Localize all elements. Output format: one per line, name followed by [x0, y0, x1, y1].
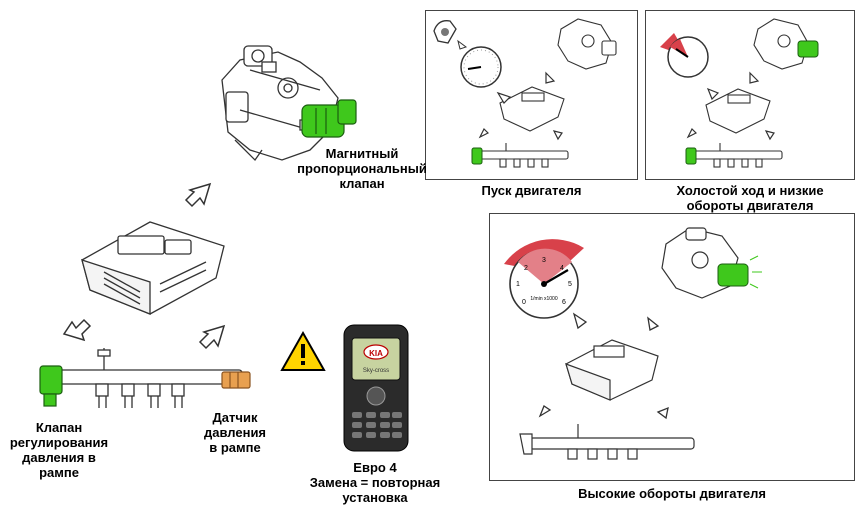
label-rail-line3: давления в	[22, 450, 96, 465]
panel-high-rpm: 0 1 2 3 4 5 6 1/min x1000	[489, 213, 855, 481]
flow-arrows-high	[538, 312, 669, 420]
magnetic-valve-icon	[301, 99, 357, 138]
label-rail-line1: Клапан	[35, 420, 83, 435]
high-pressure-pump	[221, 45, 339, 162]
gauge-tick-1: 1	[516, 281, 520, 288]
ignition-key-icon	[433, 20, 457, 44]
label-rail-valve: Клапан регулирования давления в рампе	[0, 420, 118, 480]
device-brand: KIA	[369, 349, 383, 358]
label-euro4-line1: Евро 4	[353, 460, 397, 475]
idle-low-drawing	[660, 18, 819, 168]
label-sensor-line2: давления	[203, 425, 267, 440]
flow-arrows-idle	[686, 71, 775, 141]
panel-engine-start	[425, 10, 638, 180]
label-rail-line4: рампе	[39, 465, 79, 480]
pump-high-icon	[661, 227, 739, 299]
panel-idle-low	[645, 10, 855, 180]
flow-arrows-start	[478, 71, 563, 141]
label-magnetic-valve: Магнитный пропорциональный клапан	[292, 146, 432, 191]
gauge-tick-3: 3	[542, 257, 546, 264]
flow-arrows-left	[62, 182, 226, 350]
caption-idle-line1: Холостой ход и низкие	[676, 183, 824, 198]
label-magnetic-line1: Магнитный	[325, 146, 399, 161]
pump-valve-high-icon	[717, 255, 762, 289]
gauge-tick-4: 4	[560, 265, 564, 272]
gauge-idle-icon	[660, 33, 709, 78]
pressure-sensor-icon	[221, 371, 251, 389]
gauge-unit: 1/min x1000	[530, 296, 557, 302]
label-rail-line2: регулирования	[9, 435, 109, 450]
caption-high-rpm: Высокие обороты двигателя	[578, 486, 766, 501]
ecu-module	[81, 221, 225, 315]
gauge-tick-2: 2	[524, 265, 528, 272]
rail-valve-idle-icon	[685, 147, 697, 165]
engine-start-drawing	[433, 18, 617, 168]
label-euro4-line3: установка	[342, 490, 408, 505]
label-sensor-line3: в рампе	[209, 440, 261, 455]
gauge-tick-6: 6	[562, 299, 566, 306]
label-pressure-sensor: Датчик давления в рампе	[190, 410, 280, 455]
rail-valve-small-icon	[471, 147, 483, 165]
caption-idle-low: Холостой ход и низкие обороты двигателя	[645, 183, 855, 213]
ecu-high-icon	[565, 339, 659, 401]
warning-icon	[280, 330, 326, 371]
pump-idle-icon	[753, 18, 809, 70]
rail-idle-icon	[689, 143, 783, 168]
caption-idle-line2: обороты двигателя	[686, 198, 814, 213]
label-magnetic-line3: клапан	[339, 176, 385, 191]
ecu-small-icon	[499, 86, 565, 132]
gauge-tick-0: 0	[522, 299, 526, 306]
caption-engine-start: Пуск двигателя	[481, 183, 582, 198]
pump-valve-idle-icon	[797, 40, 819, 58]
high-rpm-drawing: 0 1 2 3 4 5 6 1/min x1000	[504, 227, 762, 460]
gauge-high-icon: 0 1 2 3 4 5 6 1/min x1000	[504, 239, 584, 319]
label-magnetic-line2: пропорциональный	[297, 161, 427, 176]
rail-pressure-valve-icon	[39, 365, 63, 407]
gauge-icon	[460, 46, 502, 88]
label-sensor-line1: Датчик	[212, 410, 258, 425]
rail-small-icon	[475, 143, 569, 168]
rail-high-icon	[519, 424, 695, 460]
fuel-rail	[57, 348, 243, 408]
ecu-idle-icon	[705, 88, 771, 134]
device-screen-text: Sky-cross	[363, 368, 389, 374]
pump-small-icon	[557, 18, 617, 70]
gauge-tick-5: 5	[568, 281, 572, 288]
label-euro4: Евро 4 Замена = повторная установка	[300, 460, 450, 505]
label-euro4-line2: Замена = повторная	[309, 475, 441, 490]
diagnostic-device: KIA Sky-cross	[343, 324, 409, 452]
